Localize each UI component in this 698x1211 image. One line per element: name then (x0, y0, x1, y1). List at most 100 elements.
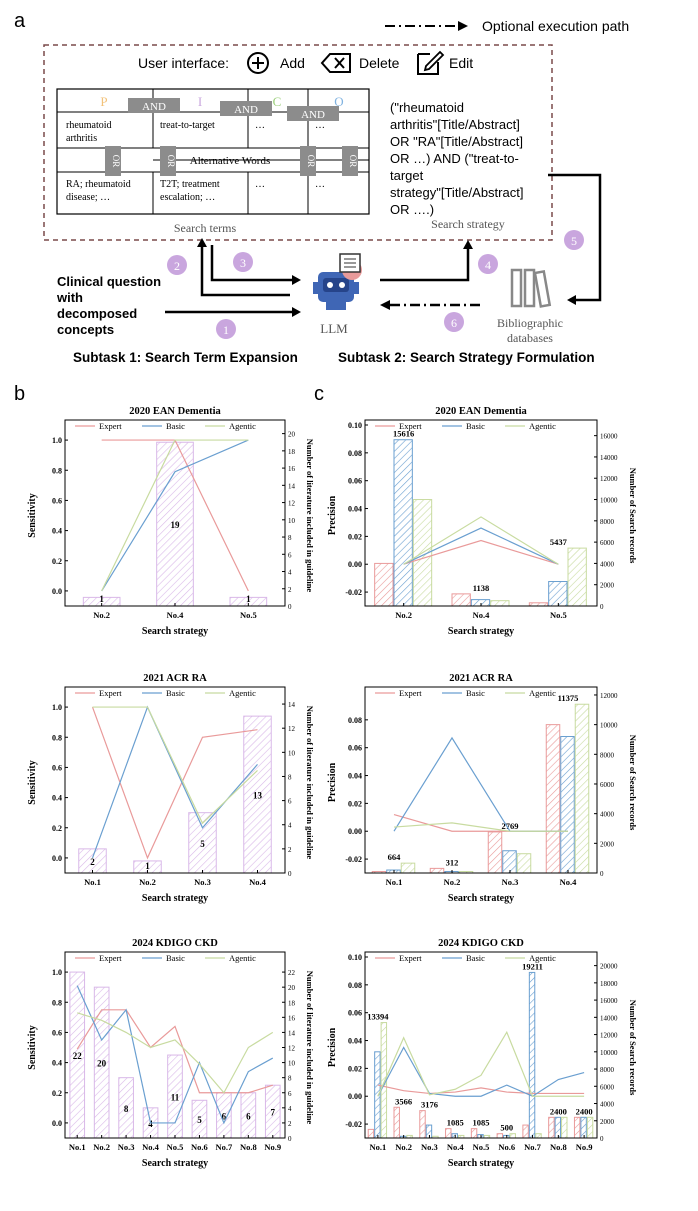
x-tick-label: No.5 (473, 1142, 490, 1152)
or-operator[interactable]: OR (105, 146, 121, 176)
svg-text:4: 4 (485, 258, 491, 272)
y2-tick-label: 0 (600, 603, 604, 611)
legend-label-agentic: Agentic (229, 421, 256, 431)
or-operator[interactable]: OR (300, 146, 316, 176)
y-tick-label: 0.04 (348, 505, 362, 514)
y-tick-label: 0.10 (348, 421, 362, 430)
bar (374, 562, 394, 607)
bar (490, 600, 510, 607)
bar (535, 1133, 542, 1139)
y-tick-label: 0.00 (348, 827, 362, 836)
arrow-5 (548, 173, 602, 302)
add-icon[interactable] (247, 52, 269, 74)
bar-label: 5437 (550, 537, 568, 547)
svg-text:OR: OR (306, 155, 316, 168)
bar (156, 441, 194, 607)
term-i[interactable]: treat-to-target (160, 120, 215, 131)
y-tick-label: 1.0 (52, 968, 62, 977)
delete-label[interactable]: Delete (359, 55, 400, 71)
y-tick-label: 0.08 (348, 449, 362, 458)
y-tick-label: 0.8 (52, 733, 62, 742)
pico-p: P (100, 94, 107, 109)
bar (509, 1133, 516, 1139)
term-p-line2[interactable]: arthritis (66, 133, 97, 144)
alt-c[interactable]: … (255, 179, 265, 190)
y-tick-label: 0.06 (348, 744, 362, 753)
x-tick-label: No.4 (249, 877, 267, 887)
x-tick-label: No.3 (502, 877, 519, 887)
alt-o[interactable]: … (315, 179, 325, 190)
legend-label-agentic: Agentic (229, 688, 256, 698)
y2-tick-label: 2 (288, 846, 292, 854)
bar-label: 6 (246, 1111, 251, 1121)
legend-label-basic: Basic (466, 953, 485, 963)
and-operator[interactable]: AND (128, 98, 180, 113)
bar (496, 1133, 504, 1139)
add-label[interactable]: Add (280, 55, 305, 71)
svg-text:3: 3 (240, 256, 246, 270)
bar (487, 831, 503, 874)
bar-label: 500 (500, 1123, 513, 1133)
svg-text:6: 6 (451, 316, 457, 330)
bar-label: 312 (446, 857, 459, 867)
y2-tick-label: 4000 (600, 560, 615, 568)
delete-icon[interactable] (320, 53, 351, 73)
series-line-expert (377, 1084, 585, 1095)
svg-text:decomposed: decomposed (57, 306, 137, 321)
alt-p-line1[interactable]: RA; rheumatoid (66, 179, 131, 190)
series-line-agentic (92, 706, 258, 825)
database-books-icon (510, 268, 552, 308)
y2-tick-label: 4 (288, 1105, 292, 1113)
y2-tick-label: 14000 (600, 454, 618, 462)
and-operator[interactable]: AND (287, 106, 339, 121)
series-line-agentic (403, 516, 559, 565)
x-tick-label: No.1 (69, 1142, 86, 1152)
y2-tick-label: 12000 (600, 692, 618, 700)
y2-tick-label: 2 (288, 1120, 292, 1128)
x-tick-label: No.3 (118, 1142, 135, 1152)
y-axis-label: Sensitivity (27, 760, 38, 804)
bar (554, 1116, 562, 1139)
bar-label: 3566 (395, 1096, 412, 1106)
legend-label-basic: Basic (166, 688, 185, 698)
alt-i-line1[interactable]: T2T; treatment (160, 179, 220, 190)
y-tick-label: -0.02 (345, 855, 362, 864)
or-operator[interactable]: OR (342, 146, 358, 176)
bar-label: 1 (246, 594, 251, 604)
bar (545, 724, 561, 874)
bar-label: 5 (197, 1115, 202, 1125)
alt-p-line2[interactable]: disease; … (66, 192, 110, 203)
series-line-basic (403, 527, 559, 565)
term-p-line1[interactable]: rheumatoid (66, 120, 112, 131)
y2-axis-label: Number of Search records (628, 735, 638, 831)
y2-tick-label: 8 (288, 773, 292, 781)
y2-tick-label: 14 (288, 701, 296, 709)
y-tick-label: -0.02 (345, 588, 362, 597)
legend-label-agentic: Agentic (529, 421, 556, 431)
y-tick-label: 0.6 (52, 1028, 62, 1037)
and-operator[interactable]: AND (220, 101, 272, 116)
edit-icon[interactable] (417, 53, 439, 75)
y2-tick-label: 10000 (600, 1049, 618, 1057)
term-o[interactable]: … (315, 120, 325, 131)
term-c[interactable]: … (255, 120, 265, 131)
bar (451, 593, 471, 607)
y2-tick-label: 16 (288, 1014, 296, 1022)
x-tick-label: No.2 (395, 610, 412, 620)
or-operator[interactable]: OR (160, 146, 176, 176)
svg-text:OR "RA"[Title/Abstract]: OR "RA"[Title/Abstract] (390, 134, 523, 149)
bar (502, 850, 517, 874)
svg-text:AND: AND (234, 104, 258, 116)
y2-tick-label: 10000 (600, 722, 618, 730)
y2-tick-label: 4 (288, 822, 292, 830)
x-tick-label: No.8 (550, 1142, 567, 1152)
y2-tick-label: 8 (288, 1075, 292, 1083)
y-tick-label: 0.8 (52, 998, 62, 1007)
svg-text:OR: OR (111, 155, 121, 168)
bar (561, 1116, 568, 1139)
alt-i-line2[interactable]: escalation; … (160, 192, 215, 203)
y-tick-label: 0.00 (348, 560, 362, 569)
user-interface-box (43, 44, 553, 241)
y2-tick-label: 22 (288, 969, 296, 977)
edit-label[interactable]: Edit (449, 55, 473, 71)
